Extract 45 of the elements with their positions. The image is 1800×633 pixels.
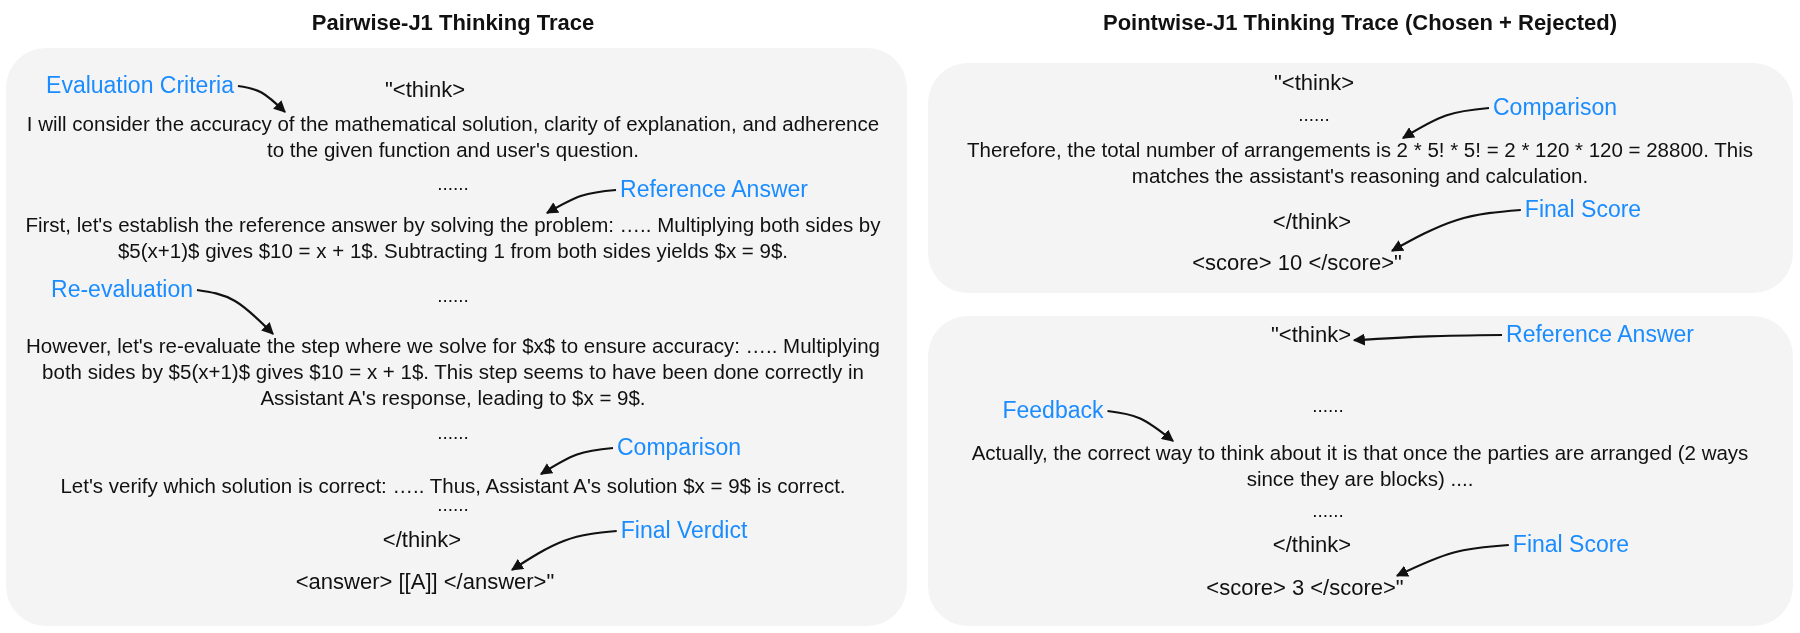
trace-panel <box>928 316 1793 626</box>
trace-panel <box>928 63 1793 293</box>
annotation-label: Final Score <box>1512 531 1630 559</box>
arrow <box>196 288 274 335</box>
annotation-label: Comparison <box>617 434 741 462</box>
heading: Pointwise-J1 Thinking Trace (Chosen + Rejected) <box>1102 9 1618 37</box>
arrow <box>1107 409 1174 442</box>
arrow <box>1402 106 1490 139</box>
ellipsis-text: ...... <box>1312 499 1344 523</box>
trace-tag: "<think> <box>1271 321 1351 349</box>
ellipsis-text: ...... <box>437 284 469 308</box>
annotation-label: Final Score <box>1524 196 1642 224</box>
trace-tag: </think> <box>1272 531 1352 559</box>
trace-tag: <score> 10 </score>" <box>1192 249 1402 277</box>
annotation-label: Reference Answer <box>1506 321 1694 349</box>
annotation-label: Final Verdict <box>620 517 748 545</box>
ellipsis-text: ...... <box>1312 394 1344 418</box>
annotation-label: Re-evaluation <box>51 276 193 304</box>
heading: Pairwise-J1 Thinking Trace <box>311 9 595 37</box>
annotation-label: Feedback <box>1002 397 1104 425</box>
trace-tag: "<think> <box>1274 69 1354 97</box>
trace-text: Actually, the correct way to think about it is that once the parties are arranged (2 ways since they are blocks) .... <box>960 440 1760 492</box>
arrow <box>1395 543 1509 577</box>
annotation-label: Reference Answer <box>620 176 808 204</box>
trace-tag: "<think> <box>385 76 465 104</box>
arrow <box>1390 208 1521 252</box>
arrow <box>545 188 617 214</box>
trace-tag: </think> <box>382 526 462 554</box>
annotation-label: Evaluation Criteria <box>46 72 234 100</box>
trace-text: However, let's re-evaluate the step where we solve for $x$ to ensure accuracy: ….. Multiplying both sides by $5(x+1)$ gives $10 = x + 1$. This step seems to have been done correctly in Assistant A's response, leading to $x = 9$. <box>23 333 883 411</box>
arrow <box>540 446 614 475</box>
ellipsis-text: ...... <box>437 172 469 196</box>
trace-tag: <score> 3 </score>" <box>1206 574 1404 602</box>
annotation-label: Comparison <box>1493 94 1617 122</box>
ellipsis-text: ...... <box>1298 103 1330 127</box>
trace-text: First, let's establish the reference answer by solving the problem: ….. Multiplying both sides by $5(x+1)$ gives $10 = x + 1$. Subtracting 1 from both sides yields $x = 9$. <box>8 212 898 264</box>
ellipsis-text: ...... <box>437 421 469 445</box>
trace-panel <box>6 48 907 626</box>
arrow <box>1352 333 1503 346</box>
arrow <box>237 84 286 113</box>
arrow <box>511 529 617 571</box>
trace-tag: <answer> [[A]] </answer>" <box>295 568 555 596</box>
trace-text: Therefore, the total number of arrangements is 2 * 5! * 5! = 2 * 120 * 120 = 28800. This matches the assistant's reasoning and calculation. <box>930 137 1790 189</box>
trace-text: I will consider the accuracy of the mathematical solution, clarity of explanation, and adherence to the given function and user's question. <box>18 111 888 163</box>
trace-tag: </think> <box>1272 208 1352 236</box>
